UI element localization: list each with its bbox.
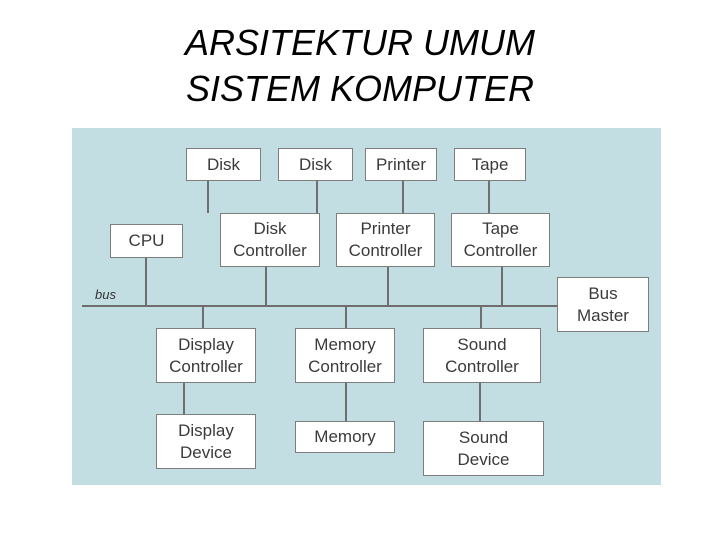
cpu-connector xyxy=(145,256,147,306)
sound-controller-line-2: Controller xyxy=(445,356,519,376)
bus-label: bus xyxy=(95,287,116,302)
sound-controller-line-1: Sound xyxy=(457,334,507,354)
tape-controller-connector xyxy=(501,267,503,306)
bus-master-box: Bus Master xyxy=(557,277,649,332)
sound-controller-connector xyxy=(480,306,482,328)
display-controller-box: Display Controller xyxy=(156,328,256,383)
display-device-connector xyxy=(183,382,185,414)
display-controller-connector xyxy=(202,306,204,328)
printer-box: Printer xyxy=(365,148,437,181)
printer-connector xyxy=(402,180,404,213)
tape-controller-line-2: Controller xyxy=(463,241,538,260)
display-device-line-1: Display xyxy=(178,420,234,440)
disk1-connector xyxy=(207,180,209,213)
tape-label: Tape xyxy=(471,154,509,174)
printer-controller-line-2: Controller xyxy=(348,241,423,260)
display-controller-line-1: Display xyxy=(178,334,234,354)
sound-device-connector xyxy=(479,382,481,421)
sound-device-box: Sound Device xyxy=(423,421,544,476)
bus-master-line-2: Master xyxy=(577,305,629,325)
disk-controller-line-1: Disk xyxy=(253,219,287,238)
disk-controller-box: Disk Controller xyxy=(220,213,320,267)
disk-controller-connector xyxy=(265,267,267,306)
display-device-box: Display Device xyxy=(156,414,256,469)
memory-controller-line-1: Memory xyxy=(314,334,376,354)
tape-connector xyxy=(488,180,490,213)
cpu-label: CPU xyxy=(128,231,165,250)
memory-controller-connector xyxy=(345,306,347,328)
disk-controller-line-2: Controller xyxy=(233,241,307,260)
disk-box-2: Disk xyxy=(278,148,353,181)
display-controller-line-2: Controller xyxy=(169,356,243,376)
memory-box: Memory xyxy=(295,421,395,453)
memory-controller-box: Memory Controller xyxy=(295,328,395,383)
memory-controller-line-2: Controller xyxy=(308,356,382,376)
disk2-connector xyxy=(316,180,318,213)
sound-device-line-1: Sound xyxy=(458,427,509,447)
bus-master-line-1: Bus xyxy=(588,283,618,303)
disk-box-1: Disk xyxy=(186,148,261,181)
title-line-2: SISTEM KOMPUTER xyxy=(185,68,535,109)
tape-box: Tape xyxy=(454,148,526,181)
disk-label-1: Disk xyxy=(206,154,241,174)
sound-device-line-2: Device xyxy=(457,449,510,469)
tape-controller-box: Tape Controller xyxy=(451,213,550,267)
cpu-box: CPU xyxy=(110,224,183,258)
printer-label: Printer xyxy=(375,154,427,174)
printer-controller-line-1: Printer xyxy=(360,219,411,238)
disk-label-2: Disk xyxy=(298,154,333,174)
tape-controller-line-1: Tape xyxy=(482,219,519,238)
architecture-diagram: bus Disk Disk Printer Tape CPU Disk Cont… xyxy=(72,128,661,485)
sound-controller-box: Sound Controller xyxy=(423,328,541,383)
slide-title: ARSITEKTUR UMUM SISTEM KOMPUTER xyxy=(0,20,720,112)
printer-controller-box: Printer Controller xyxy=(336,213,435,267)
title-line-1: ARSITEKTUR UMUM xyxy=(185,22,535,63)
display-device-line-2: Device xyxy=(180,442,232,462)
bus-line xyxy=(82,305,557,307)
memory-label: Memory xyxy=(314,427,376,446)
memory-connector xyxy=(345,382,347,421)
printer-controller-connector xyxy=(387,267,389,306)
